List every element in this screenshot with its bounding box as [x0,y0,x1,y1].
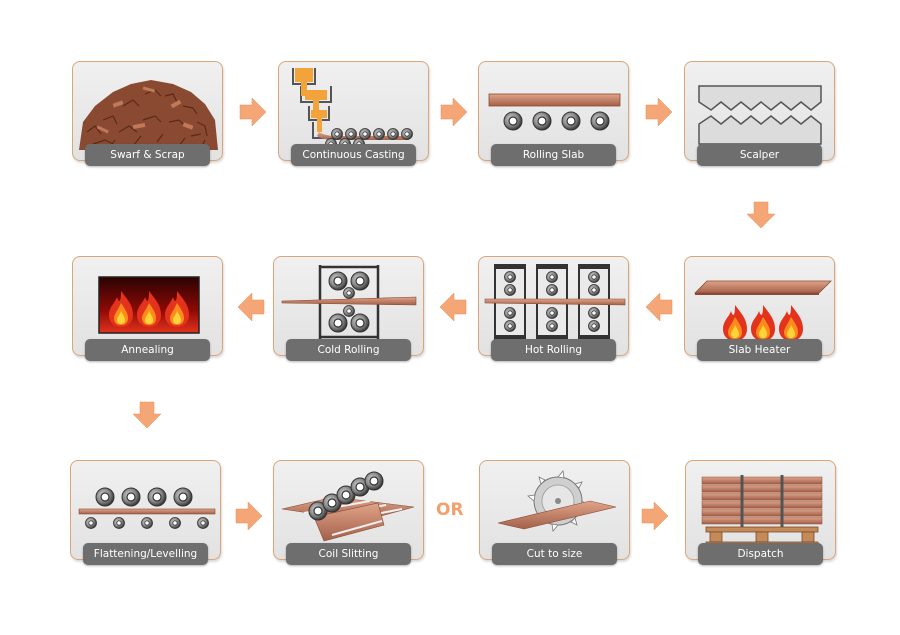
step-card-cold-rolling: Cold Rolling [273,256,424,361]
rolling-slab-icon [488,93,621,131]
arrow-right-icon [641,501,669,531]
step-label: Coil Slitting [286,543,411,565]
arrow-right-icon [440,97,468,127]
step-label: Rolling Slab [491,144,616,166]
step-label: Hot Rolling [491,339,616,361]
step-label: Swarf & Scrap [85,144,210,166]
scrap-pile-icon [79,80,218,150]
step-label: Annealing [85,339,210,361]
arrow-left-icon [439,292,467,322]
arrow-left-icon [237,292,265,322]
arrow-left-icon [645,292,673,322]
arrow-down-icon [132,401,162,429]
leveller-rollers-icon [78,487,216,529]
step-label: Dispatch [698,543,823,565]
step-label: Cut to size [492,543,617,565]
casting-machine-icon [292,68,413,150]
step-card-coil-slitting: Coil Slitting [273,460,424,565]
arrow-right-icon [239,97,267,127]
step-card-flattening-levelling: Flattening/Levelling [70,460,221,565]
hot-rolling-icon [484,264,626,340]
step-card-scalper: Scalper [684,61,835,166]
slab-heater-icon [694,280,832,341]
scalper-icon [698,85,822,145]
circular-saw-icon [497,470,617,532]
step-label: Continuous Casting [291,144,416,166]
step-card-slab-heater: Slab Heater [684,256,835,361]
cold-rolling-icon [281,265,417,339]
step-card-rolling-slab: Rolling Slab [478,61,629,166]
step-card-swarf-scrap: Swarf & Scrap [72,61,223,166]
step-label: Slab Heater [697,339,822,361]
step-card-cut-to-size: Cut to size [479,460,630,565]
step-card-annealing: Annealing [72,256,223,361]
or-separator: OR [436,500,464,520]
arrow-right-icon [645,97,673,127]
step-card-dispatch: Dispatch [685,460,836,565]
furnace-fire-icon [98,276,200,334]
coil-slitter-icon [281,471,415,542]
step-card-hot-rolling: Hot Rolling [478,256,629,361]
step-label: Flattening/Levelling [83,543,208,565]
arrow-down-icon [746,201,776,229]
step-card-continuous-casting: Continuous Casting [278,61,429,166]
step-label: Scalper [697,144,822,166]
step-label: Cold Rolling [286,339,411,361]
arrow-right-icon [235,501,263,531]
